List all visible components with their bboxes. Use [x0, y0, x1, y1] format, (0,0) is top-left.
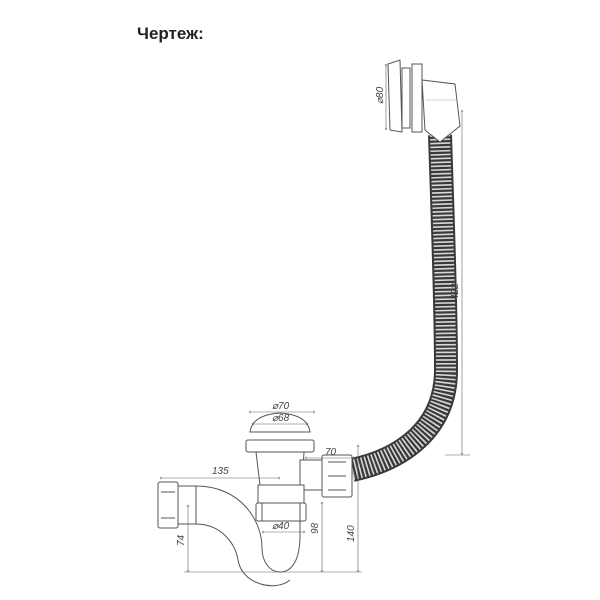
drain-assembly: [245, 412, 353, 522]
s-trap: [157, 481, 301, 587]
dim-outlet-offset: 70: [325, 447, 337, 458]
dim-trap-depth: 74: [176, 534, 187, 546]
corrugated-hose: [349, 134, 459, 482]
dim-trap-length: 135: [212, 466, 229, 477]
dim-overflow-diameter: ⌀80: [375, 86, 386, 104]
dim-cap-inner-diameter: ⌀68: [272, 413, 290, 424]
dim-drain-depth: 98: [310, 522, 321, 534]
dim-total-depth: 140: [346, 525, 357, 542]
dim-trap-diameter: ⌀40: [272, 521, 290, 532]
dimension-labels: ⌀80 422 ⌀70 ⌀68 70 135 ⌀40 74 98 140: [176, 86, 461, 546]
dim-hose-height: 422: [450, 283, 461, 300]
overflow-fitting: [387, 59, 461, 143]
dim-cap-outer-diameter: ⌀70: [272, 401, 290, 412]
dimension-lines: [160, 64, 470, 572]
drawing-title: Чертеж:: [137, 24, 204, 43]
